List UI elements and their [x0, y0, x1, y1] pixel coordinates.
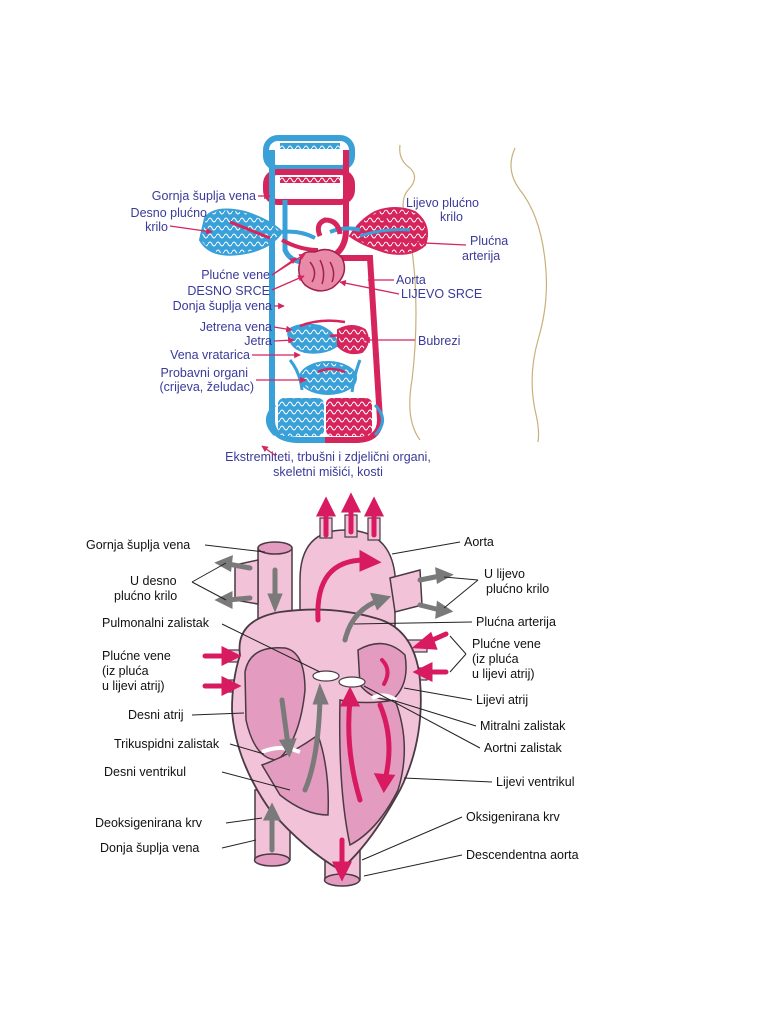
label-krilo-right: krilo	[145, 220, 168, 234]
label-iz-pluca-left: (iz pluća	[102, 664, 149, 678]
aorta-vessel	[325, 150, 384, 443]
label-probavni-organi: Probavni organi	[160, 366, 248, 380]
left-atrium	[357, 642, 407, 701]
heart-diagram: Gornja šuplja vena U desno plućno krilo …	[86, 492, 579, 887]
label-u-desno: U desno	[130, 574, 177, 588]
right-atrium	[244, 646, 306, 761]
tricuspid-valve	[261, 746, 301, 754]
label-desni-atrij: Desni atrij	[128, 708, 184, 722]
label-desno-srce: DESNO SRCE	[187, 284, 270, 298]
label-aortni-zalistak: Aortni zalistak	[484, 741, 563, 755]
lower-capillaries-vein	[278, 398, 324, 436]
heart-small	[298, 248, 346, 292]
label-lijevi-atrij: Lijevi atrij	[476, 693, 528, 707]
label-aorta-top: Aorta	[396, 273, 426, 287]
label-plucna-arterija: Plućna arterija	[476, 615, 556, 629]
heart-labels-right: Aorta U lijevo plućno krilo Plućna arter…	[464, 535, 579, 862]
label-donja-supljavena: Donja šuplja vena	[100, 841, 199, 855]
lower-capillaries-artery	[326, 398, 372, 436]
label-donja-supljavena-top: Donja šuplja vena	[173, 299, 272, 313]
label-trikuspidni-zalistak: Trikuspidni zalistak	[114, 737, 220, 751]
oxy-arrows	[202, 492, 449, 882]
heart-labels-left: Gornja šuplja vena U desno plućno krilo …	[86, 538, 220, 855]
label-plucno-krilo-lijevo: plućno krilo	[486, 582, 549, 596]
top-pointers	[169, 192, 467, 384]
label-plucno-krilo-desno: plućno krilo	[114, 589, 177, 603]
label-krilo-left: krilo	[440, 210, 463, 224]
label-u-lijevi-atrij-left: u lijevi atrij)	[102, 679, 165, 693]
body-outline-right	[510, 147, 548, 443]
right-lung	[198, 208, 284, 256]
label-lijevi-ventrikul: Lijevi ventrikul	[496, 775, 575, 789]
label-jetrena-vena: Jetrena vena	[200, 320, 272, 334]
label-vena-vratarica: Vena vratarica	[170, 348, 250, 362]
pulmonary-artery-left-branch	[389, 569, 423, 613]
heart-leaders	[191, 541, 493, 877]
label-lijevo-plucno: Lijevo plućno	[406, 196, 479, 210]
label-gornja-supljavena-top: Gornja šuplja vena	[152, 189, 256, 203]
vena-cava	[269, 150, 325, 443]
mitral-valve	[371, 693, 398, 702]
label-crijeva-zeludac: (crijeva, želudac)	[160, 380, 254, 394]
digestive-organs	[299, 361, 357, 395]
pulmonary-valve	[312, 670, 340, 682]
label-bubrezi: Bubrezi	[418, 334, 460, 348]
label-jetra: Jetra	[244, 334, 272, 348]
deoxy-arrows	[214, 555, 454, 853]
label-desni-ventrikul: Desni ventrikul	[104, 765, 186, 779]
top-labels-right: Lijevo plućno krilo Plućna arterija Aort…	[396, 196, 508, 348]
label-plucne-vene-right: Plućne vene	[472, 637, 541, 651]
label-descendentna-aorta: Descendentna aorta	[466, 848, 579, 862]
label-plucne-vene-top: Plućne vene	[201, 268, 270, 282]
label-deoksigenirana-krv: Deoksigenirana krv	[95, 816, 203, 830]
label-aorta: Aorta	[464, 535, 494, 549]
label-arterija: arterija	[462, 249, 500, 263]
caption-line-2: skeletni mišići, kosti	[273, 465, 383, 479]
label-oksigenirana-krv: Oksigenirana krv	[466, 810, 561, 824]
label-gornja-supljavena: Gornja šuplja vena	[86, 538, 190, 552]
head-capillaries-upper	[263, 135, 355, 171]
aortic-valve	[338, 676, 366, 688]
label-plucne-vene-left: Plućne vene	[102, 649, 171, 663]
label-iz-pluca-right: (iz pluća	[472, 652, 519, 666]
label-lijevo-srce: LIJEVO SRCE	[401, 287, 482, 301]
kidneys	[337, 325, 369, 355]
label-mitralni-zalistak: Mitralni zalistak	[480, 719, 566, 733]
liver	[286, 323, 340, 354]
head-capillaries-lower	[263, 169, 355, 205]
label-pulmonalni-zalistak: Pulmonalni zalistak	[102, 616, 210, 630]
label-plucna: Plućna	[470, 234, 508, 248]
label-u-lijevo: U lijevo	[484, 567, 525, 581]
label-desno-plucno: Desno plućno	[131, 206, 207, 220]
circulatory-diagram: Gornja šuplja vena Desno plućno krilo Pl…	[131, 135, 548, 479]
label-u-lijevi-atrij-right: u lijevi atrij)	[472, 667, 535, 681]
caption-line-1: Ekstremiteti, trbušni i zdjelični organi…	[225, 450, 431, 464]
top-labels-left: Gornja šuplja vena Desno plućno krilo Pl…	[131, 189, 272, 394]
